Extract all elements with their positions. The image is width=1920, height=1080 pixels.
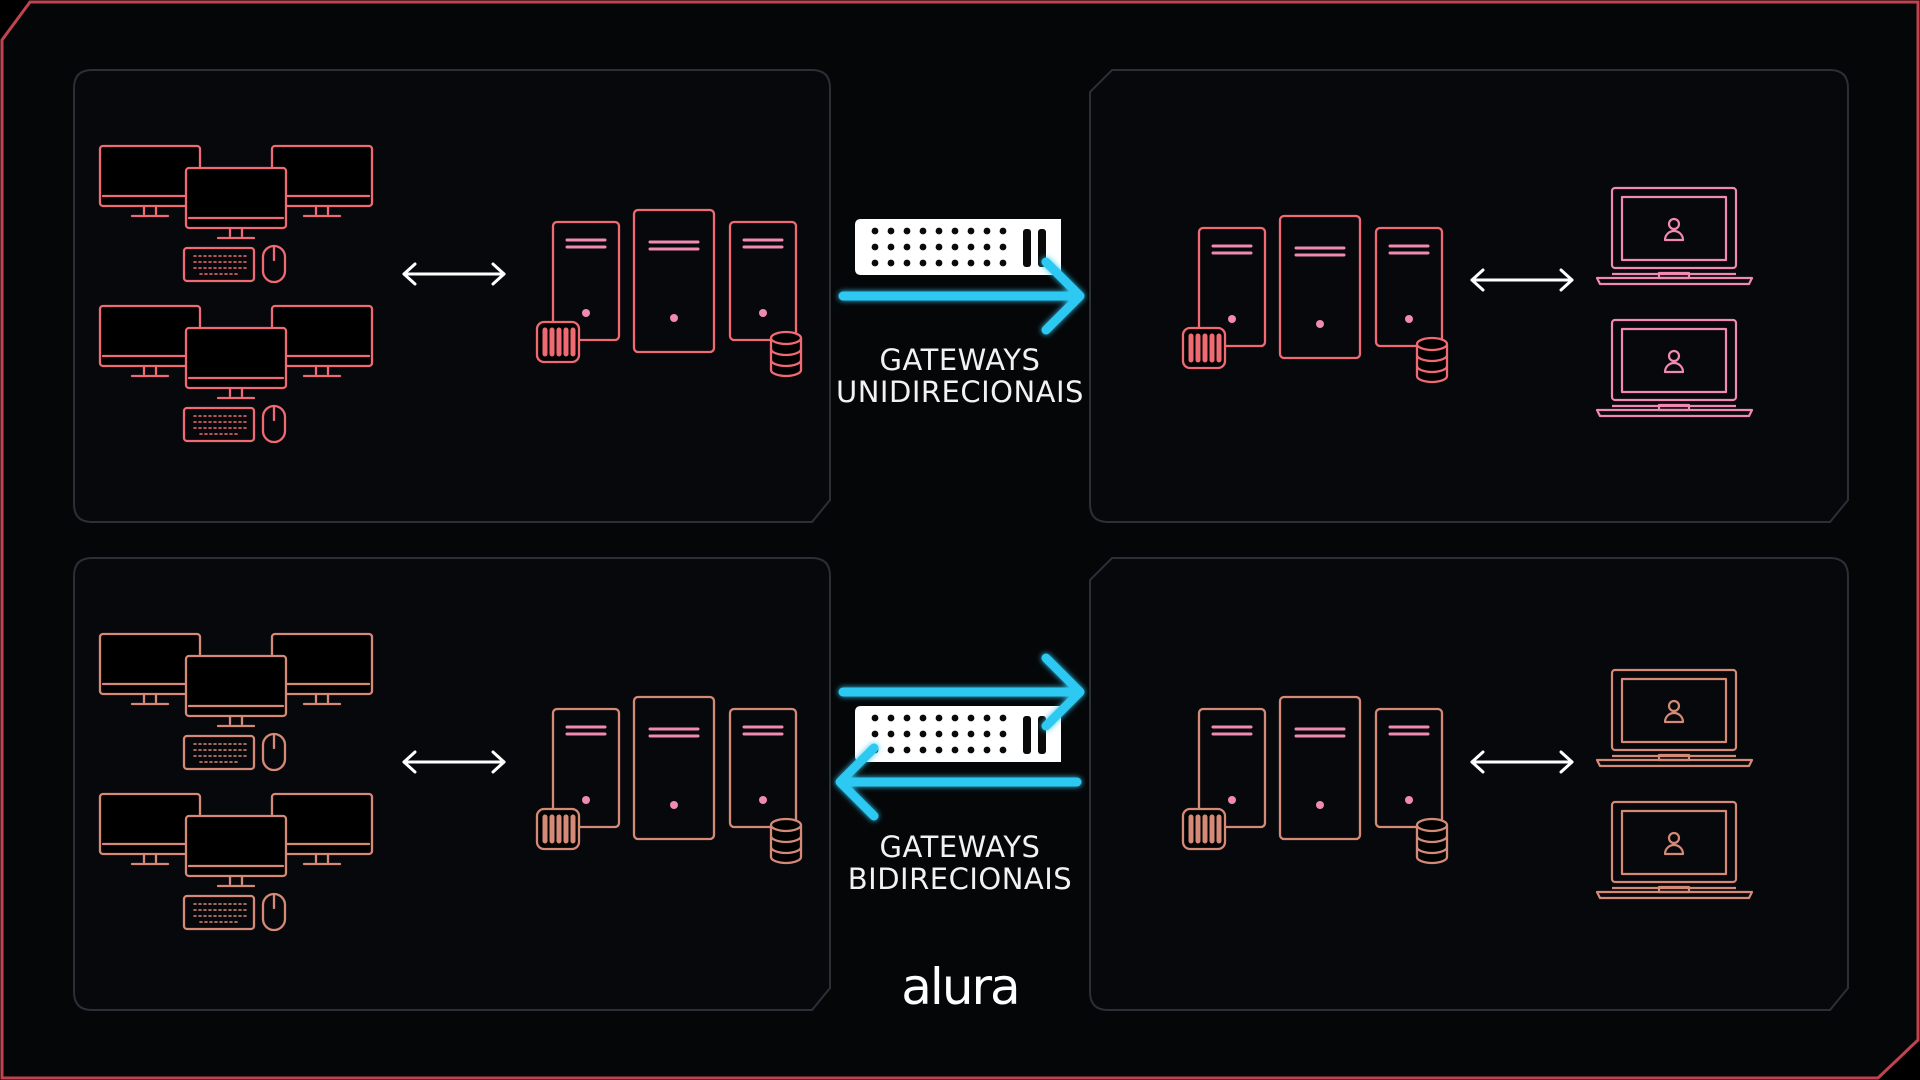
alura-logo: alura	[901, 958, 1020, 1016]
gateway-device-icon	[855, 219, 1061, 275]
label-bidirectional-line-1: GATEWAYS	[879, 830, 1041, 864]
label-unidirectional: GATEWAYS UNIDIRECIONAIS	[810, 344, 1110, 408]
arrow-right-icon	[838, 653, 1085, 731]
panel-top-right	[1089, 69, 1849, 523]
label-bidirectional: GATEWAYS BIDIRECIONAIS	[810, 831, 1110, 895]
panel-top-left	[73, 69, 831, 523]
label-bidirectional-line-2: BIDIRECIONAIS	[847, 862, 1073, 896]
arrow-right-icon	[838, 257, 1085, 335]
panel-bottom-right	[1089, 557, 1849, 1011]
label-unidirectional-line-2: UNIDIRECIONAIS	[836, 375, 1084, 409]
panel-bottom-left	[73, 557, 831, 1011]
gateway-device-icon	[855, 706, 1061, 762]
arrow-left-icon	[835, 743, 1082, 821]
label-unidirectional-line-1: GATEWAYS	[879, 343, 1041, 377]
